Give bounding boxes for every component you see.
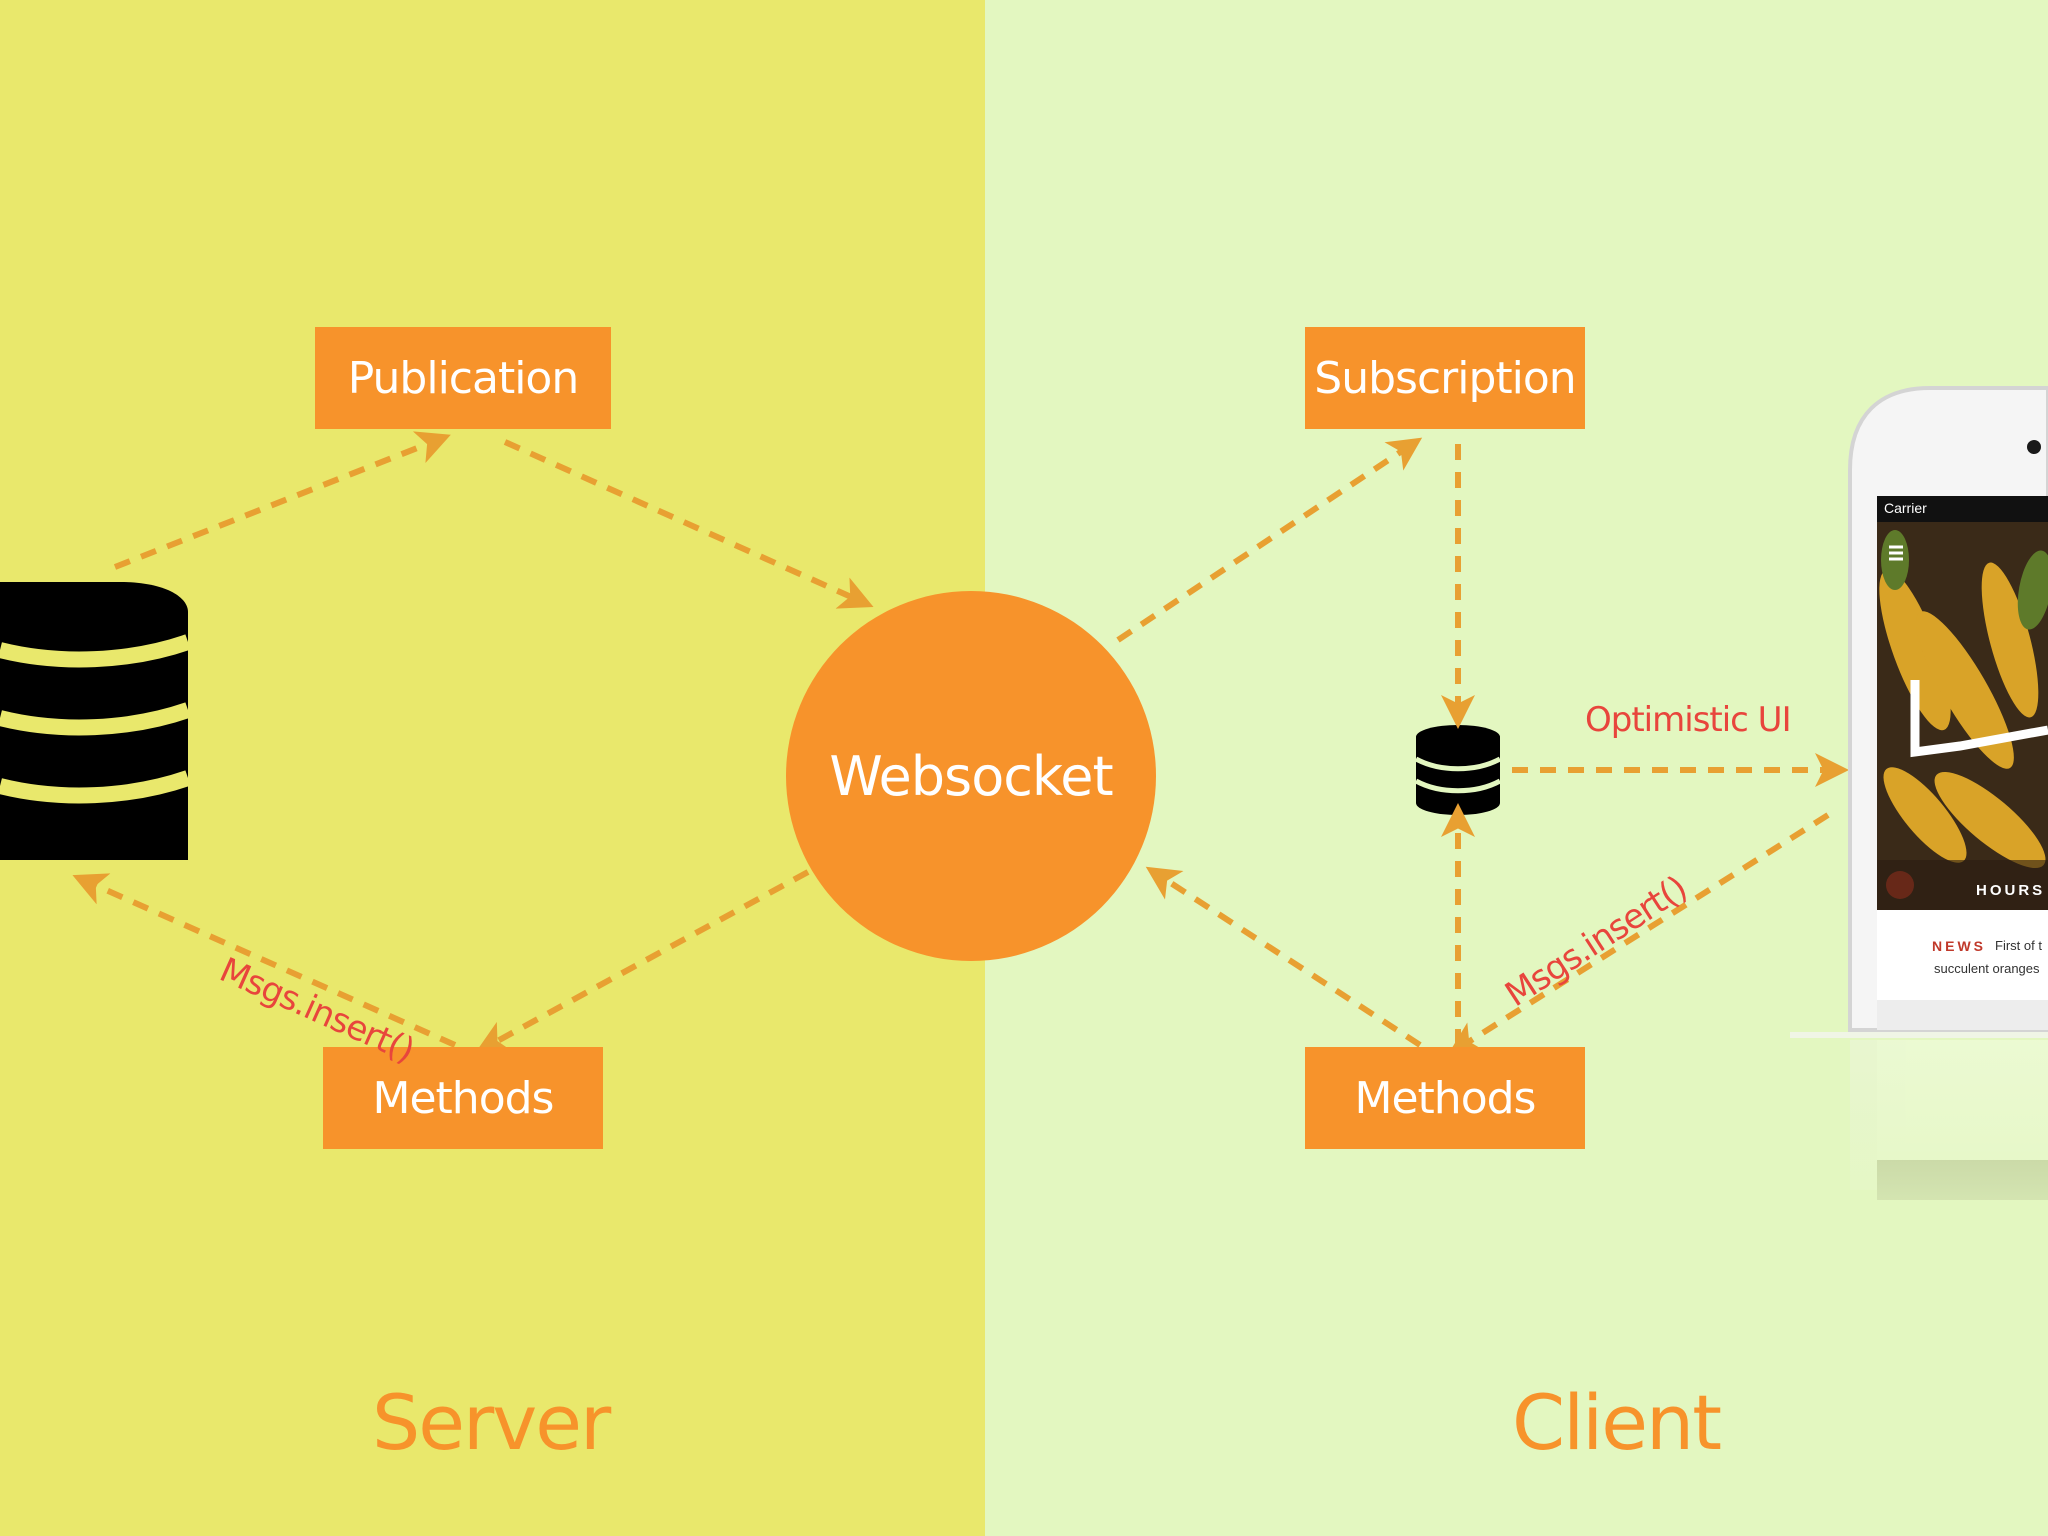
- phone-news-text-2: succulent oranges: [1934, 961, 2040, 976]
- arrow-publication-to-websocket: [503, 439, 874, 609]
- subscription-label: Subscription: [1314, 352, 1576, 404]
- phone-news-text: First of t: [1995, 938, 2042, 953]
- client-methods-box: Methods: [1305, 1047, 1585, 1149]
- server-methods-box: Methods: [323, 1047, 603, 1149]
- subscription-box: Subscription: [1305, 327, 1585, 429]
- phone-mockup: [1790, 386, 2048, 1270]
- phone-news-label: NEWS: [1932, 938, 1986, 954]
- arrow-websocket-to-server-methods: [475, 869, 810, 1054]
- websocket-node: [786, 591, 1156, 961]
- arrow-server-methods-to-db: [72, 873, 457, 1048]
- phone-carrier: Carrier: [1884, 500, 1927, 516]
- optimistic-ui-label: Optimistic UI: [1585, 700, 1792, 740]
- arrow-db-to-publication: [113, 431, 451, 570]
- server-title: Server: [372, 1378, 611, 1467]
- arrow-websocket-to-subscription: [1116, 437, 1423, 643]
- websocket-label: Websocket: [829, 744, 1113, 808]
- arrow-client-methods-to-websocket: [1145, 866, 1422, 1048]
- client-database-icon: [1414, 725, 1502, 815]
- client-title: Client: [1512, 1378, 1722, 1467]
- server-database-icon: [0, 582, 191, 860]
- phone-camera: [2027, 440, 2041, 454]
- publication-box: Publication: [315, 327, 611, 429]
- phone-hours: HOURS: [1976, 882, 2046, 899]
- publication-label: Publication: [347, 352, 579, 404]
- server-methods-label: Methods: [372, 1072, 555, 1124]
- client-methods-label: Methods: [1354, 1072, 1537, 1124]
